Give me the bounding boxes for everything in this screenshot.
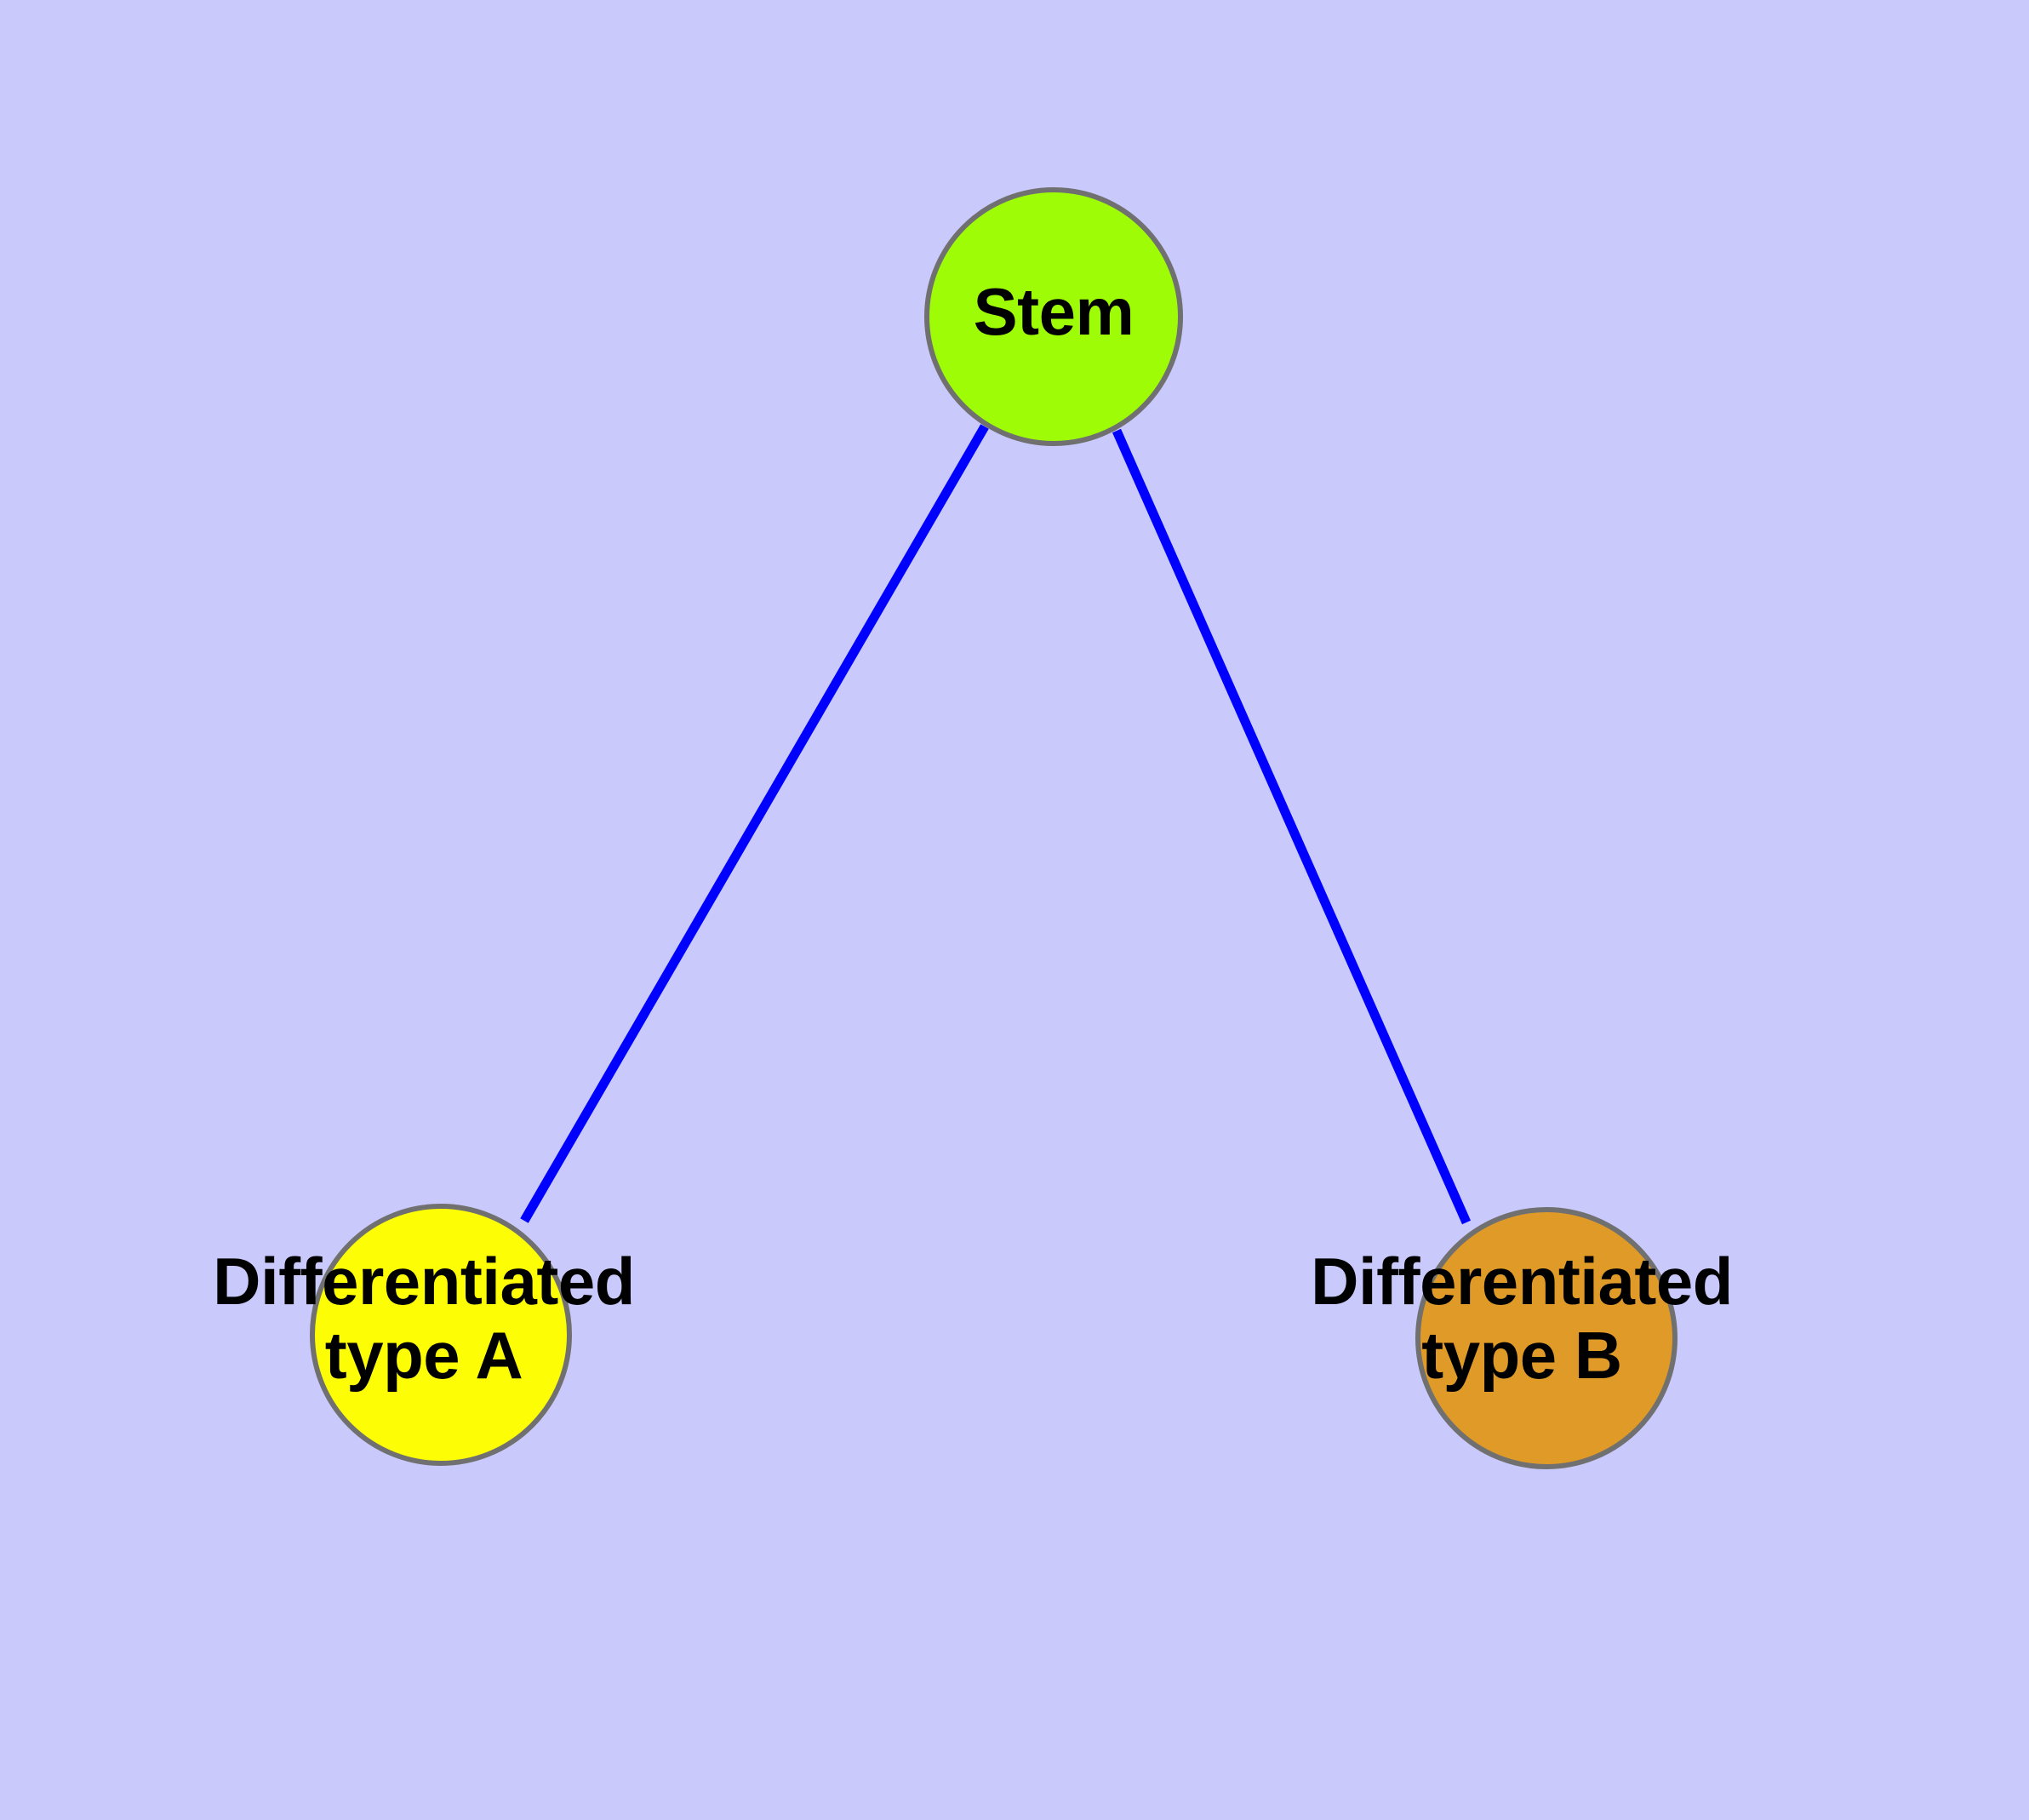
edge-stem-to-diff-a [520,424,989,1223]
node-differentiated-type-a[interactable] [310,1204,572,1466]
node-stem[interactable] [924,187,1183,446]
node-differentiated-type-b[interactable] [1415,1207,1677,1469]
edge-stem-to-diff-b [1112,428,1472,1225]
